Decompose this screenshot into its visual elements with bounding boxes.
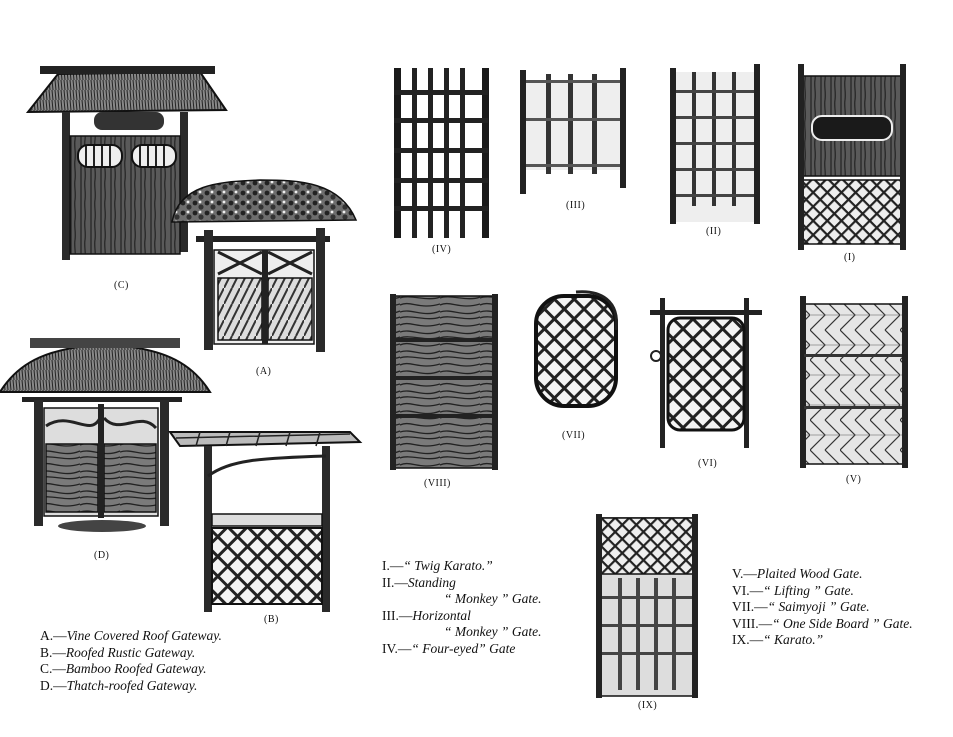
gate-ii-drawing (670, 64, 760, 224)
legend-item: IV.—“ Four-eyed” Gate (382, 640, 516, 656)
gate-iv-drawing (394, 68, 489, 238)
gate-iii-drawing (520, 68, 626, 194)
legend-item: IX.—“ Karato.” (732, 632, 824, 647)
gateway-b-drawing (168, 431, 363, 612)
legend-gateways: A.—Vine Covered Roof Gateway. B.—Roofed … (40, 628, 222, 694)
figure-label-d: (D) (94, 550, 110, 561)
legend-item: VII.—“ Saimyoji ” Gate. (732, 599, 870, 614)
legend-item: VIII.—“ One Side Board ” Gate. (732, 615, 913, 631)
legend-item: A.—Vine Covered Roof Gateway. (40, 628, 222, 643)
figure-label-v: (V) (846, 474, 862, 485)
figure-label-iii: (III) (566, 200, 586, 211)
legend-item: C.—Bamboo Roofed Gateway. (40, 661, 207, 676)
gate-vii-drawing (534, 290, 618, 408)
legend-item: “ Monkey ” Gate. (444, 591, 542, 606)
legend-gates-v-ix: V.—Plaited Wood Gate. VI.—“ Lifting ” Ga… (732, 566, 913, 649)
figure-label-a: (A) (256, 366, 272, 377)
gate-viii-drawing (390, 294, 498, 470)
legend-item: “ Monkey ” Gate. (444, 624, 542, 639)
figure-label-ii: (II) (706, 226, 722, 237)
legend-item: V.—Plaited Wood Gate. (732, 566, 863, 581)
legend-gates-i-iv: I.—“ Twig Karato.” II.—Standing “ Monkey… (382, 558, 541, 657)
gate-v-drawing (800, 296, 908, 468)
gate-ix-drawing (596, 514, 698, 698)
legend-item: VI.—“ Lifting ” Gate. (732, 582, 854, 598)
gate-vi-drawing (650, 298, 762, 448)
figure-label-vii: (VII) (562, 430, 586, 441)
legend-item: D.—Thatch-roofed Gateway. (40, 677, 198, 693)
legend-item: I.—“ Twig Karato.” (382, 558, 493, 573)
legend-item: B.—Roofed Rustic Gateway. (40, 644, 196, 660)
gate-i-drawing (798, 64, 906, 250)
figure-label-b: (B) (264, 614, 279, 625)
gateway-c-drawing (25, 66, 228, 260)
figure-label-c: (C) (114, 280, 129, 291)
legend-item: III.—Horizontal (382, 607, 471, 623)
legend-item: II.—Standing (382, 574, 456, 590)
figure-label-iv: (IV) (432, 244, 452, 255)
gateway-a-drawing (171, 179, 358, 352)
gateway-d-drawing (0, 338, 212, 532)
figure-label-vi: (VI) (698, 458, 718, 469)
figure-label-i: (I) (844, 252, 856, 263)
figure-label-ix: (IX) (638, 700, 658, 711)
figure-label-viii: (VIII) (424, 478, 451, 489)
